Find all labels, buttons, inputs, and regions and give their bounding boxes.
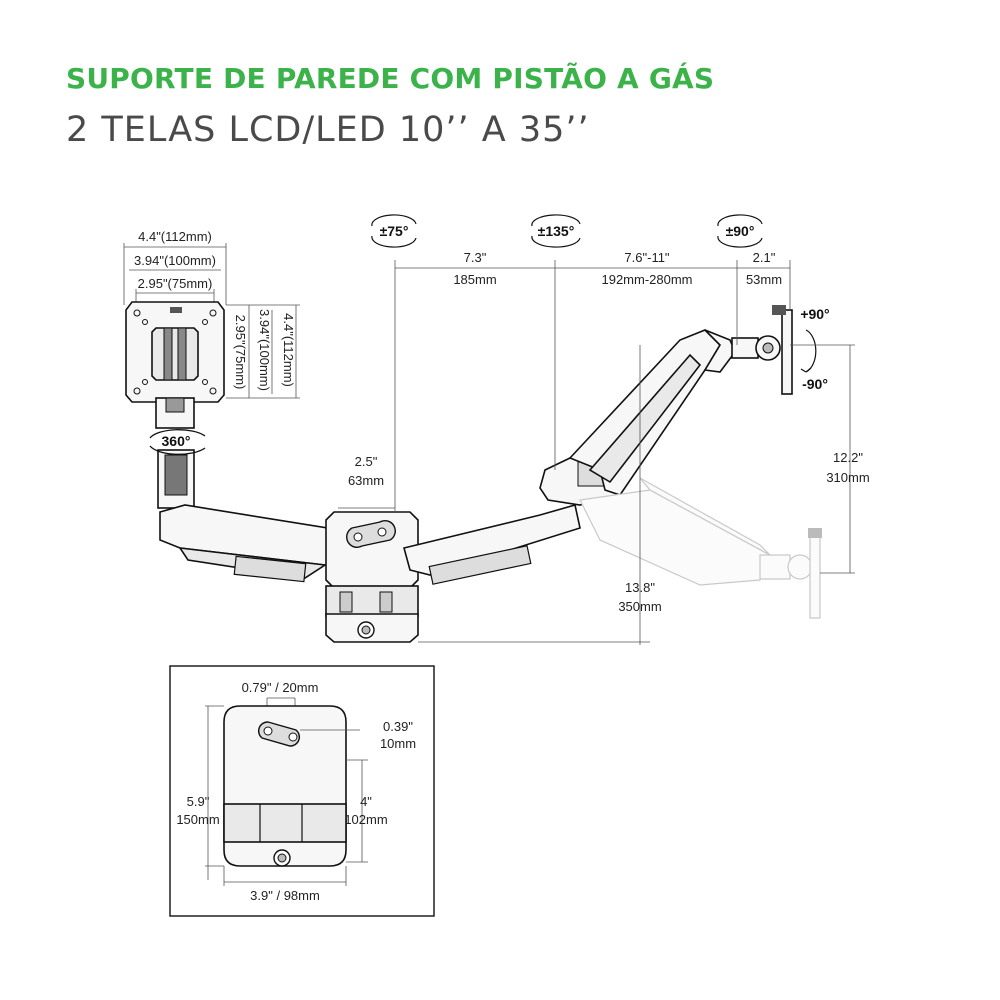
head-length-in: 2.1" — [753, 250, 776, 265]
wallplate-height-in: 5.9" — [187, 794, 210, 809]
height-in: 12.2" — [833, 450, 863, 465]
vesa-inner-width: 2.95"(75mm) — [138, 276, 213, 291]
arm1-length-mm: 185mm — [453, 272, 496, 287]
head-plate — [781, 309, 793, 395]
wallplate-inner-in: 4" — [360, 794, 372, 809]
head-length-mm: 53mm — [746, 272, 782, 287]
head-joint — [731, 337, 759, 359]
base-width-mm: 63mm — [348, 473, 384, 488]
vesa-plate: 4.4"(112mm) 3.94"(100mm) 2.95"(75mm) 2.9… — [123, 229, 300, 403]
vesa-outer-height: 4.4"(112mm) — [281, 313, 296, 387]
rotate-135-label: ±135° — [538, 223, 575, 239]
wallplate-offset-mm: 10mm — [380, 736, 416, 751]
rotate-90-icon — [717, 214, 763, 227]
rotate-75-icon — [371, 214, 417, 227]
height-mm: 310mm — [826, 470, 869, 485]
swivel-arrow-icon — [149, 429, 206, 439]
arm2-length-in: 7.6"-11" — [624, 250, 670, 265]
height-depth-dimensions: 12.2" 310mm 13.8" 350mm — [418, 344, 870, 645]
wallplate-hole-size: 0.79" / 20mm — [242, 680, 319, 695]
tilt-arrow-icon — [805, 329, 817, 373]
left-arm — [159, 504, 346, 583]
ghost-arm — [579, 477, 822, 619]
wallplate-offset-in: 0.39" — [383, 719, 413, 734]
right-arm — [403, 305, 793, 585]
rotate-135-icon — [531, 214, 581, 227]
vesa-center-bracket — [151, 327, 199, 381]
arm1-length-in: 7.3" — [464, 250, 487, 265]
wallplate-inner-mm: 102mm — [344, 812, 387, 827]
top-dimensions: 7.3" 185mm 7.6"-11" 192mm-280mm 2.1" 53m… — [371, 214, 830, 470]
tilt-up-label: +90° — [800, 306, 829, 322]
tilt-down-label: -90° — [802, 376, 828, 392]
left-column: 360° — [149, 397, 206, 509]
center-mount: 2.5" 63mm — [325, 260, 419, 643]
page-subtitle: 2 TELAS LCD/LED 10’’ A 35’’ — [66, 110, 590, 150]
vesa-mid-width: 3.94"(100mm) — [134, 253, 216, 268]
wallplate-clamp — [223, 803, 347, 843]
depth-mm: 350mm — [618, 599, 661, 614]
rotate-75-label: ±75° — [380, 223, 409, 239]
vesa-outer-width: 4.4"(112mm) — [138, 229, 212, 244]
wallplate-width: 3.9" / 98mm — [250, 888, 320, 903]
page-title: SUPORTE DE PAREDE COM PISTÃO A GÁS — [66, 62, 715, 95]
vesa-mid-height: 3.94"(100mm) — [257, 309, 272, 391]
rotate-90-label: ±90° — [726, 223, 755, 239]
swivel-360-label: 360° — [162, 433, 191, 449]
base-width-in: 2.5" — [355, 454, 378, 469]
vesa-inner-height: 2.95"(75mm) — [233, 315, 248, 390]
depth-in: 13.8" — [625, 580, 655, 595]
wallplate-detail: 0.79" / 20mm 0.39" 10mm 5.9" 150mm 4" 10… — [169, 665, 435, 917]
vesa-screw — [170, 307, 182, 313]
wallplate-height-mm: 150mm — [176, 812, 219, 827]
arm2-length-mm: 192mm-280mm — [601, 272, 692, 287]
right-arm-lower — [403, 503, 581, 576]
